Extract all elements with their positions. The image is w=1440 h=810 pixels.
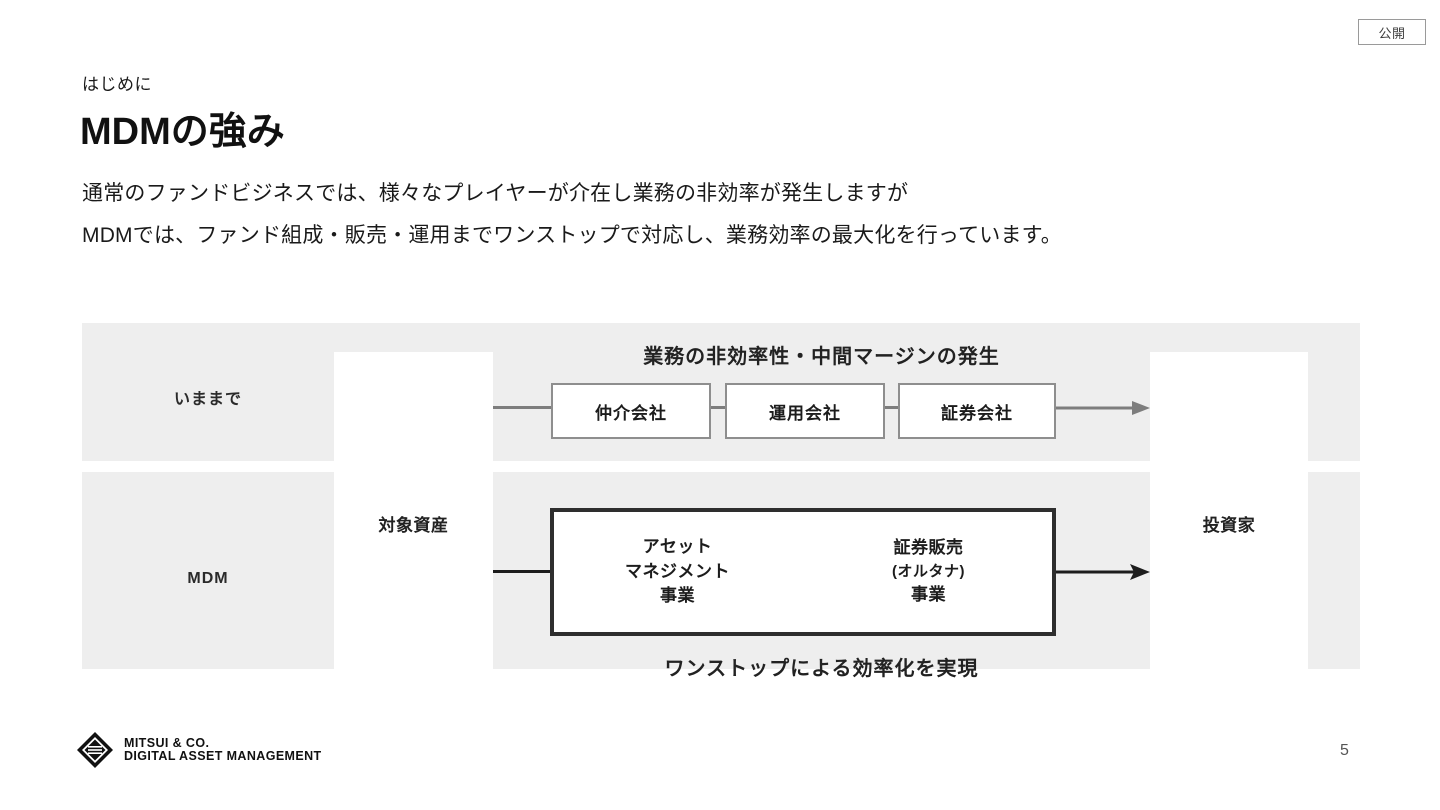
comparison-diagram: 対象資産 投資家 いままで MDM 業務の非効率性・中間マージンの発生 ワンスト… <box>82 323 1360 680</box>
page-number: 5 <box>1340 742 1349 759</box>
footer-logo: MITSUI & CO. DIGITAL ASSET MANAGEMENT <box>75 730 322 770</box>
legacy-row-band <box>82 323 1360 461</box>
mdm-cell-sec-line2: (オルタナ) <box>892 563 965 581</box>
mdm-row-label: MDM <box>187 570 229 587</box>
legacy-connector-2 <box>885 406 898 409</box>
mitsui-diamond-logo-icon <box>77 732 113 768</box>
mdm-flow-arrow-icon <box>1056 564 1150 580</box>
investor-column-label: 投資家 <box>1202 516 1256 535</box>
mdm-cell-asset-management: アセット マネジメント 事業 <box>554 512 801 632</box>
mdm-cell-asset-line3: 事業 <box>660 586 695 606</box>
legacy-row-label: いままで <box>173 391 242 408</box>
mdm-cell-divider <box>801 512 805 632</box>
mdm-cell-asset-line2: マネジメント <box>625 561 730 581</box>
lede-line-2: MDMでは、ファンド組成・販売・運用までワンストップで対応し、業務効率の最大化を… <box>82 224 1062 248</box>
legacy-box-securities: 証券会社 <box>898 383 1056 439</box>
asset-column <box>334 352 493 669</box>
legacy-row-caption: 業務の非効率性・中間マージンの発生 <box>643 346 1000 368</box>
mdm-row-caption: ワンストップによる効率化を実現 <box>664 658 979 680</box>
mdm-cell-asset-line1: アセット <box>642 537 713 557</box>
mdm-cell-sec-line1: 証券販売 <box>893 538 964 558</box>
mdm-onestop-group: アセット マネジメント 事業 証券販売 (オルタナ) 事業 <box>550 508 1056 636</box>
legacy-box-broker: 仲介会社 <box>551 383 711 439</box>
legacy-flow-arrow-icon <box>1056 401 1150 415</box>
page-title: MDMの強み <box>80 111 285 153</box>
eyebrow-text: はじめに <box>82 75 152 94</box>
legacy-connector-1 <box>711 406 725 409</box>
legacy-box-manager: 運用会社 <box>725 383 885 439</box>
legacy-connector-in <box>493 406 551 409</box>
footer-logo-line-2: DIGITAL ASSET MANAGEMENT <box>124 749 322 763</box>
footer-logo-text: MITSUI & CO. DIGITAL ASSET MANAGEMENT <box>124 735 322 764</box>
footer-logo-line-1: MITSUI & CO. <box>124 735 210 750</box>
mdm-cell-securities-sales: 証券販売 (オルタナ) 事業 <box>805 512 1052 632</box>
asset-column-label: 対象資産 <box>378 516 449 535</box>
mdm-cell-sec-line3: 事業 <box>911 584 946 604</box>
status-badge: 公開 <box>1358 19 1426 45</box>
lede-paragraph: 通常のファンドビジネスでは、様々なプレイヤーが介在し業務の非効率が発生しますが … <box>82 180 1062 265</box>
investor-column <box>1150 352 1308 669</box>
lede-line-1: 通常のファンドビジネスでは、様々なプレイヤーが介在し業務の非効率が発生しますが <box>82 182 909 205</box>
mdm-connector-in <box>493 570 550 573</box>
